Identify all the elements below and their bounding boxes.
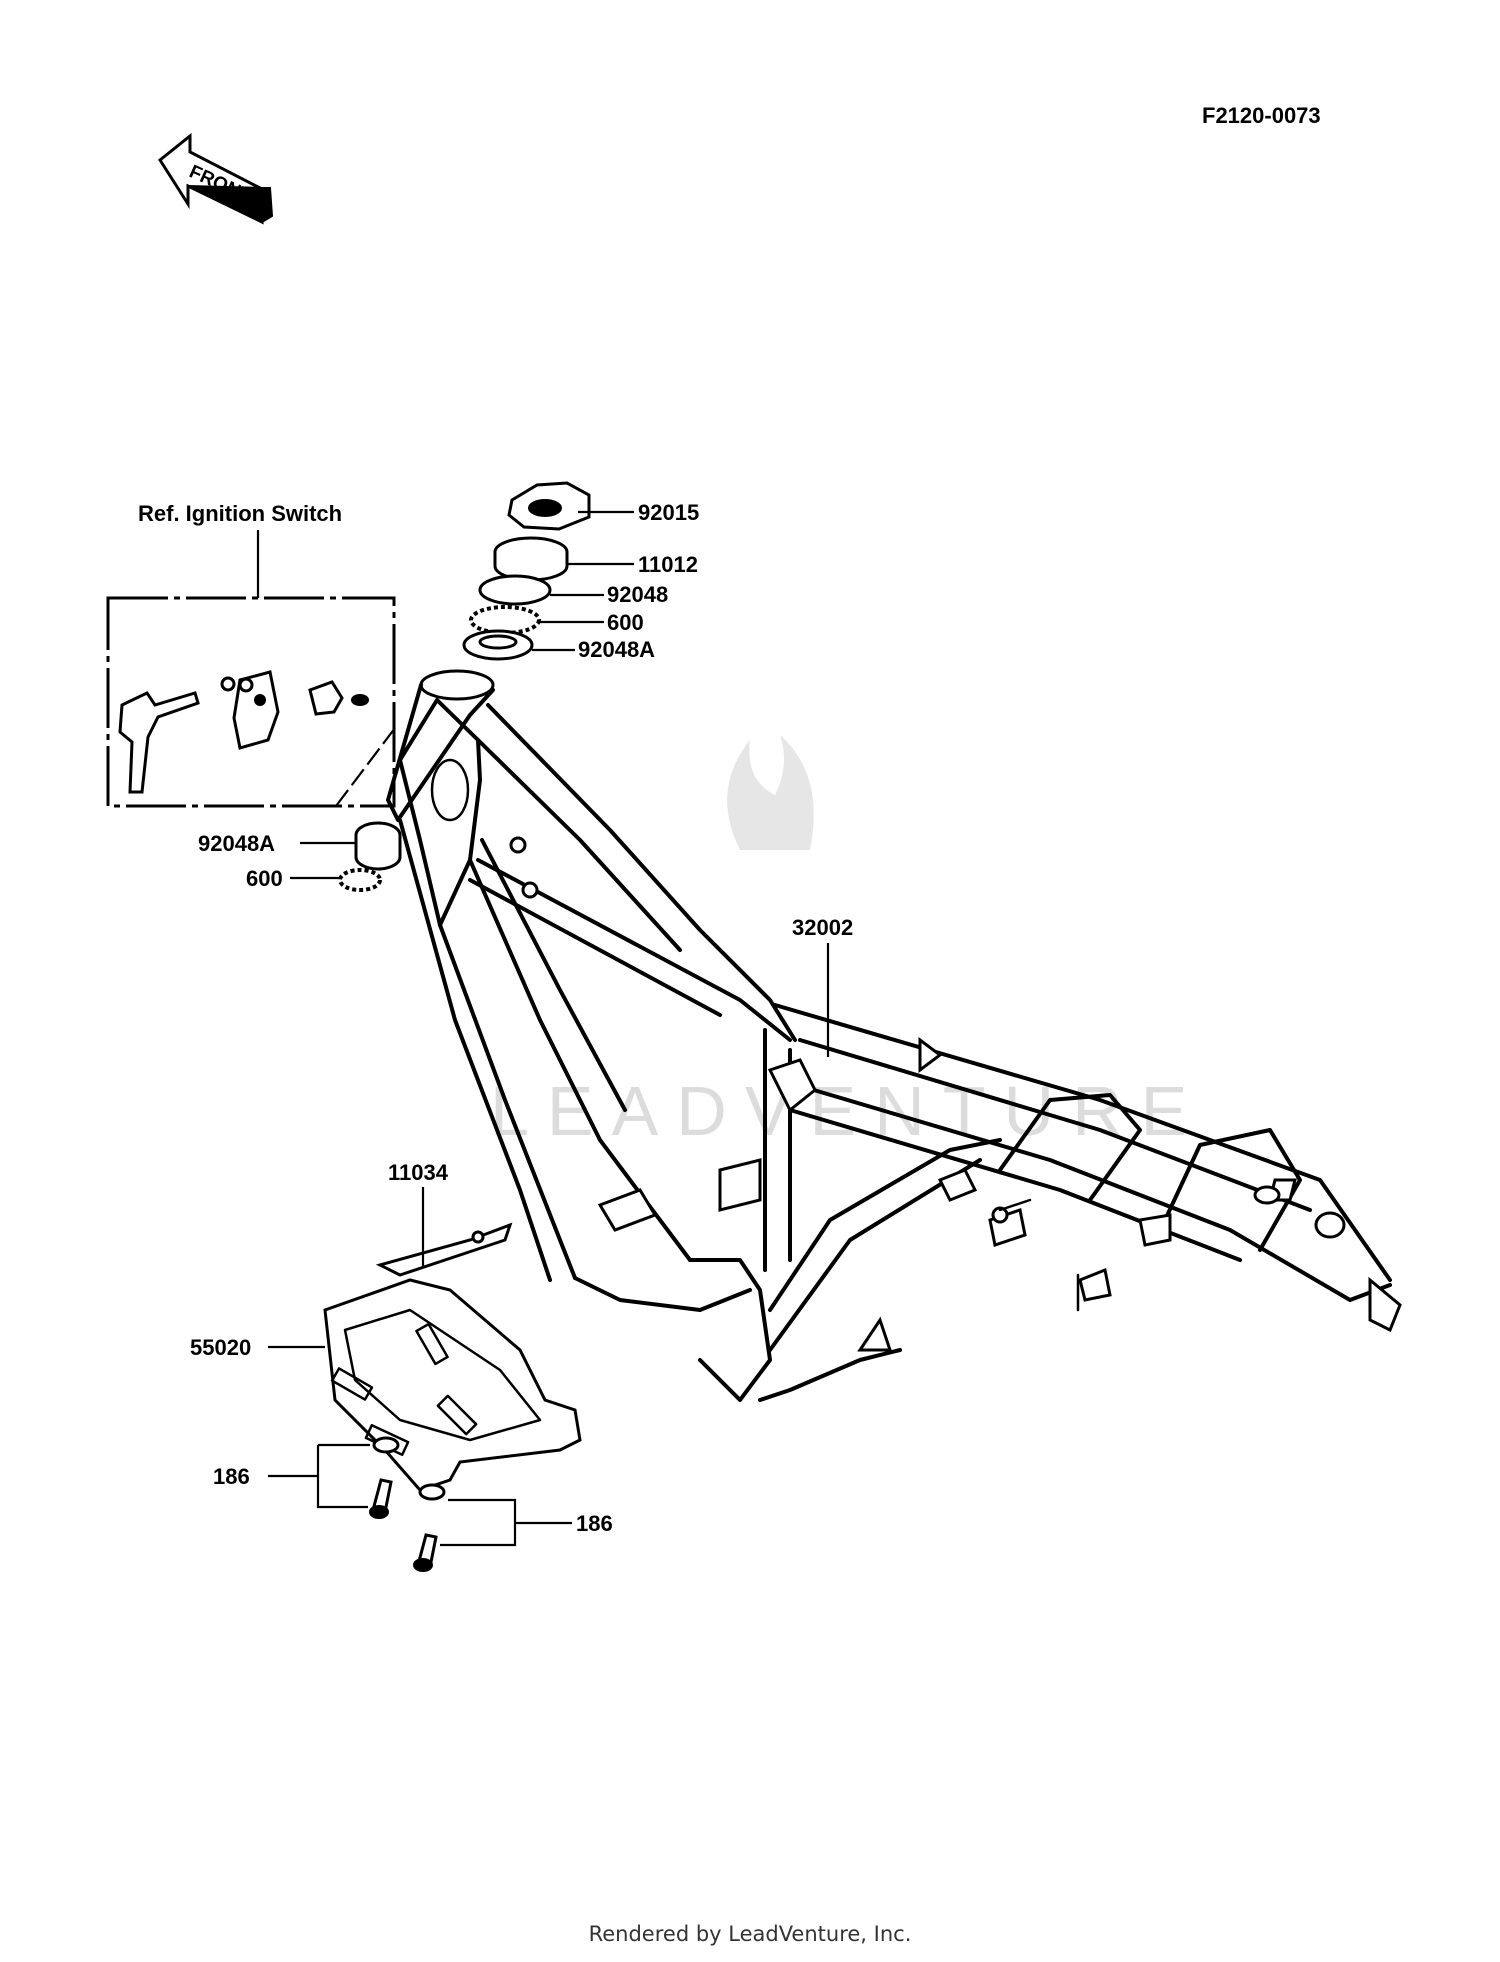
label-92015: 92015 bbox=[638, 500, 699, 525]
bearing-cap bbox=[493, 536, 634, 582]
label-92048: 92048 bbox=[607, 582, 668, 607]
upper-bearing bbox=[469, 605, 604, 635]
label-92048A-top: 92048A bbox=[578, 637, 655, 662]
ignition-switch-reference: Ref. Ignition Switch bbox=[106, 501, 396, 808]
key-icon bbox=[118, 691, 200, 794]
part-labels: 92015 11012 92048 600 92048A 92048A 600 … bbox=[190, 500, 853, 1536]
ref-box bbox=[106, 596, 396, 808]
skid-plate bbox=[268, 1278, 582, 1492]
watermark-text: LEADVENTURE bbox=[490, 1072, 1205, 1150]
label-11012: 11012 bbox=[638, 552, 698, 577]
switch-plate-icon bbox=[220, 670, 280, 750]
lower-stem-parts bbox=[290, 821, 402, 892]
label-600-top: 600 bbox=[607, 610, 644, 635]
skid-plate-bolts bbox=[268, 1436, 572, 1572]
footer-credit: Rendered by LeadVenture, Inc. bbox=[588, 1922, 912, 1946]
front-arrow: FRONT bbox=[158, 132, 274, 225]
ref-box-label: Ref. Ignition Switch bbox=[138, 501, 342, 526]
ref-pointer bbox=[335, 727, 396, 807]
upper-race-a bbox=[462, 629, 575, 661]
label-92048A-left: 92048A bbox=[198, 831, 275, 856]
chain-guide bbox=[375, 1187, 513, 1277]
diagram-code: F2120-0073 bbox=[1202, 103, 1321, 128]
upper-race bbox=[478, 574, 604, 606]
label-55020: 55020 bbox=[190, 1335, 251, 1360]
label-186-right: 186 bbox=[576, 1511, 613, 1536]
watermark: LEADVENTURE bbox=[490, 735, 1205, 1150]
steering-stem-parts bbox=[462, 481, 634, 661]
main-frame bbox=[386, 669, 1402, 1402]
label-32002: 32002 bbox=[792, 915, 853, 940]
label-600-left: 600 bbox=[246, 866, 283, 891]
stem-nut bbox=[507, 481, 634, 531]
label-11034: 11034 bbox=[388, 1160, 449, 1185]
label-186-left: 186 bbox=[213, 1464, 250, 1489]
connector-icon bbox=[308, 680, 369, 716]
